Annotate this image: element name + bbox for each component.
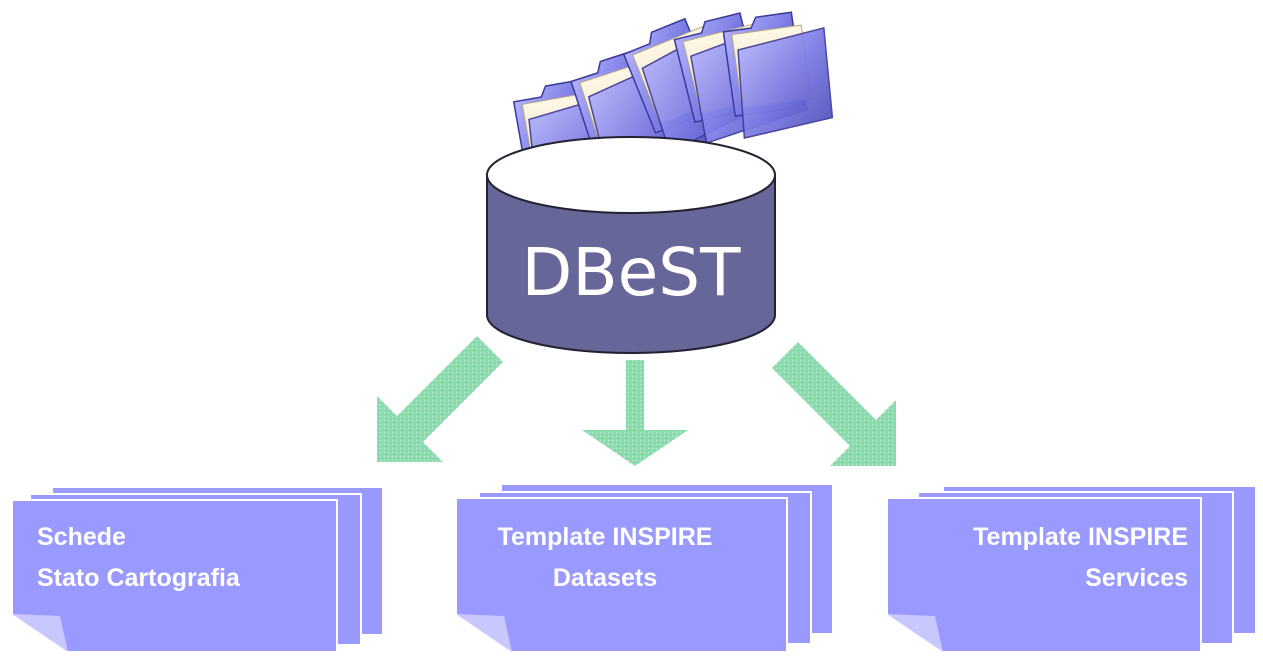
arrow-right xyxy=(772,342,896,466)
folders-icon xyxy=(512,11,834,209)
arrow-center xyxy=(582,360,688,466)
database-top xyxy=(486,136,776,214)
document-title-line1: Schede xyxy=(37,523,126,551)
document-title-line2: Stato Cartografia xyxy=(37,564,241,592)
document-title-line2: Services xyxy=(1085,564,1188,592)
document-stack-schede: Schede Stato Cartografia xyxy=(11,486,384,653)
document-title-line1: Template INSPIRE xyxy=(498,523,713,551)
document-stack-inspire-datasets: Template INSPIRE Datasets xyxy=(455,483,834,653)
database-cylinder: DBeST xyxy=(486,136,776,354)
document-title-line1: Template INSPIRE xyxy=(973,523,1188,551)
arrow-left xyxy=(377,336,503,462)
document-title-line2: Datasets xyxy=(553,564,657,592)
database-body xyxy=(487,175,775,353)
document-stack-inspire-services: Template INSPIRE Services xyxy=(886,485,1257,653)
database-label: DBeST xyxy=(522,234,742,311)
